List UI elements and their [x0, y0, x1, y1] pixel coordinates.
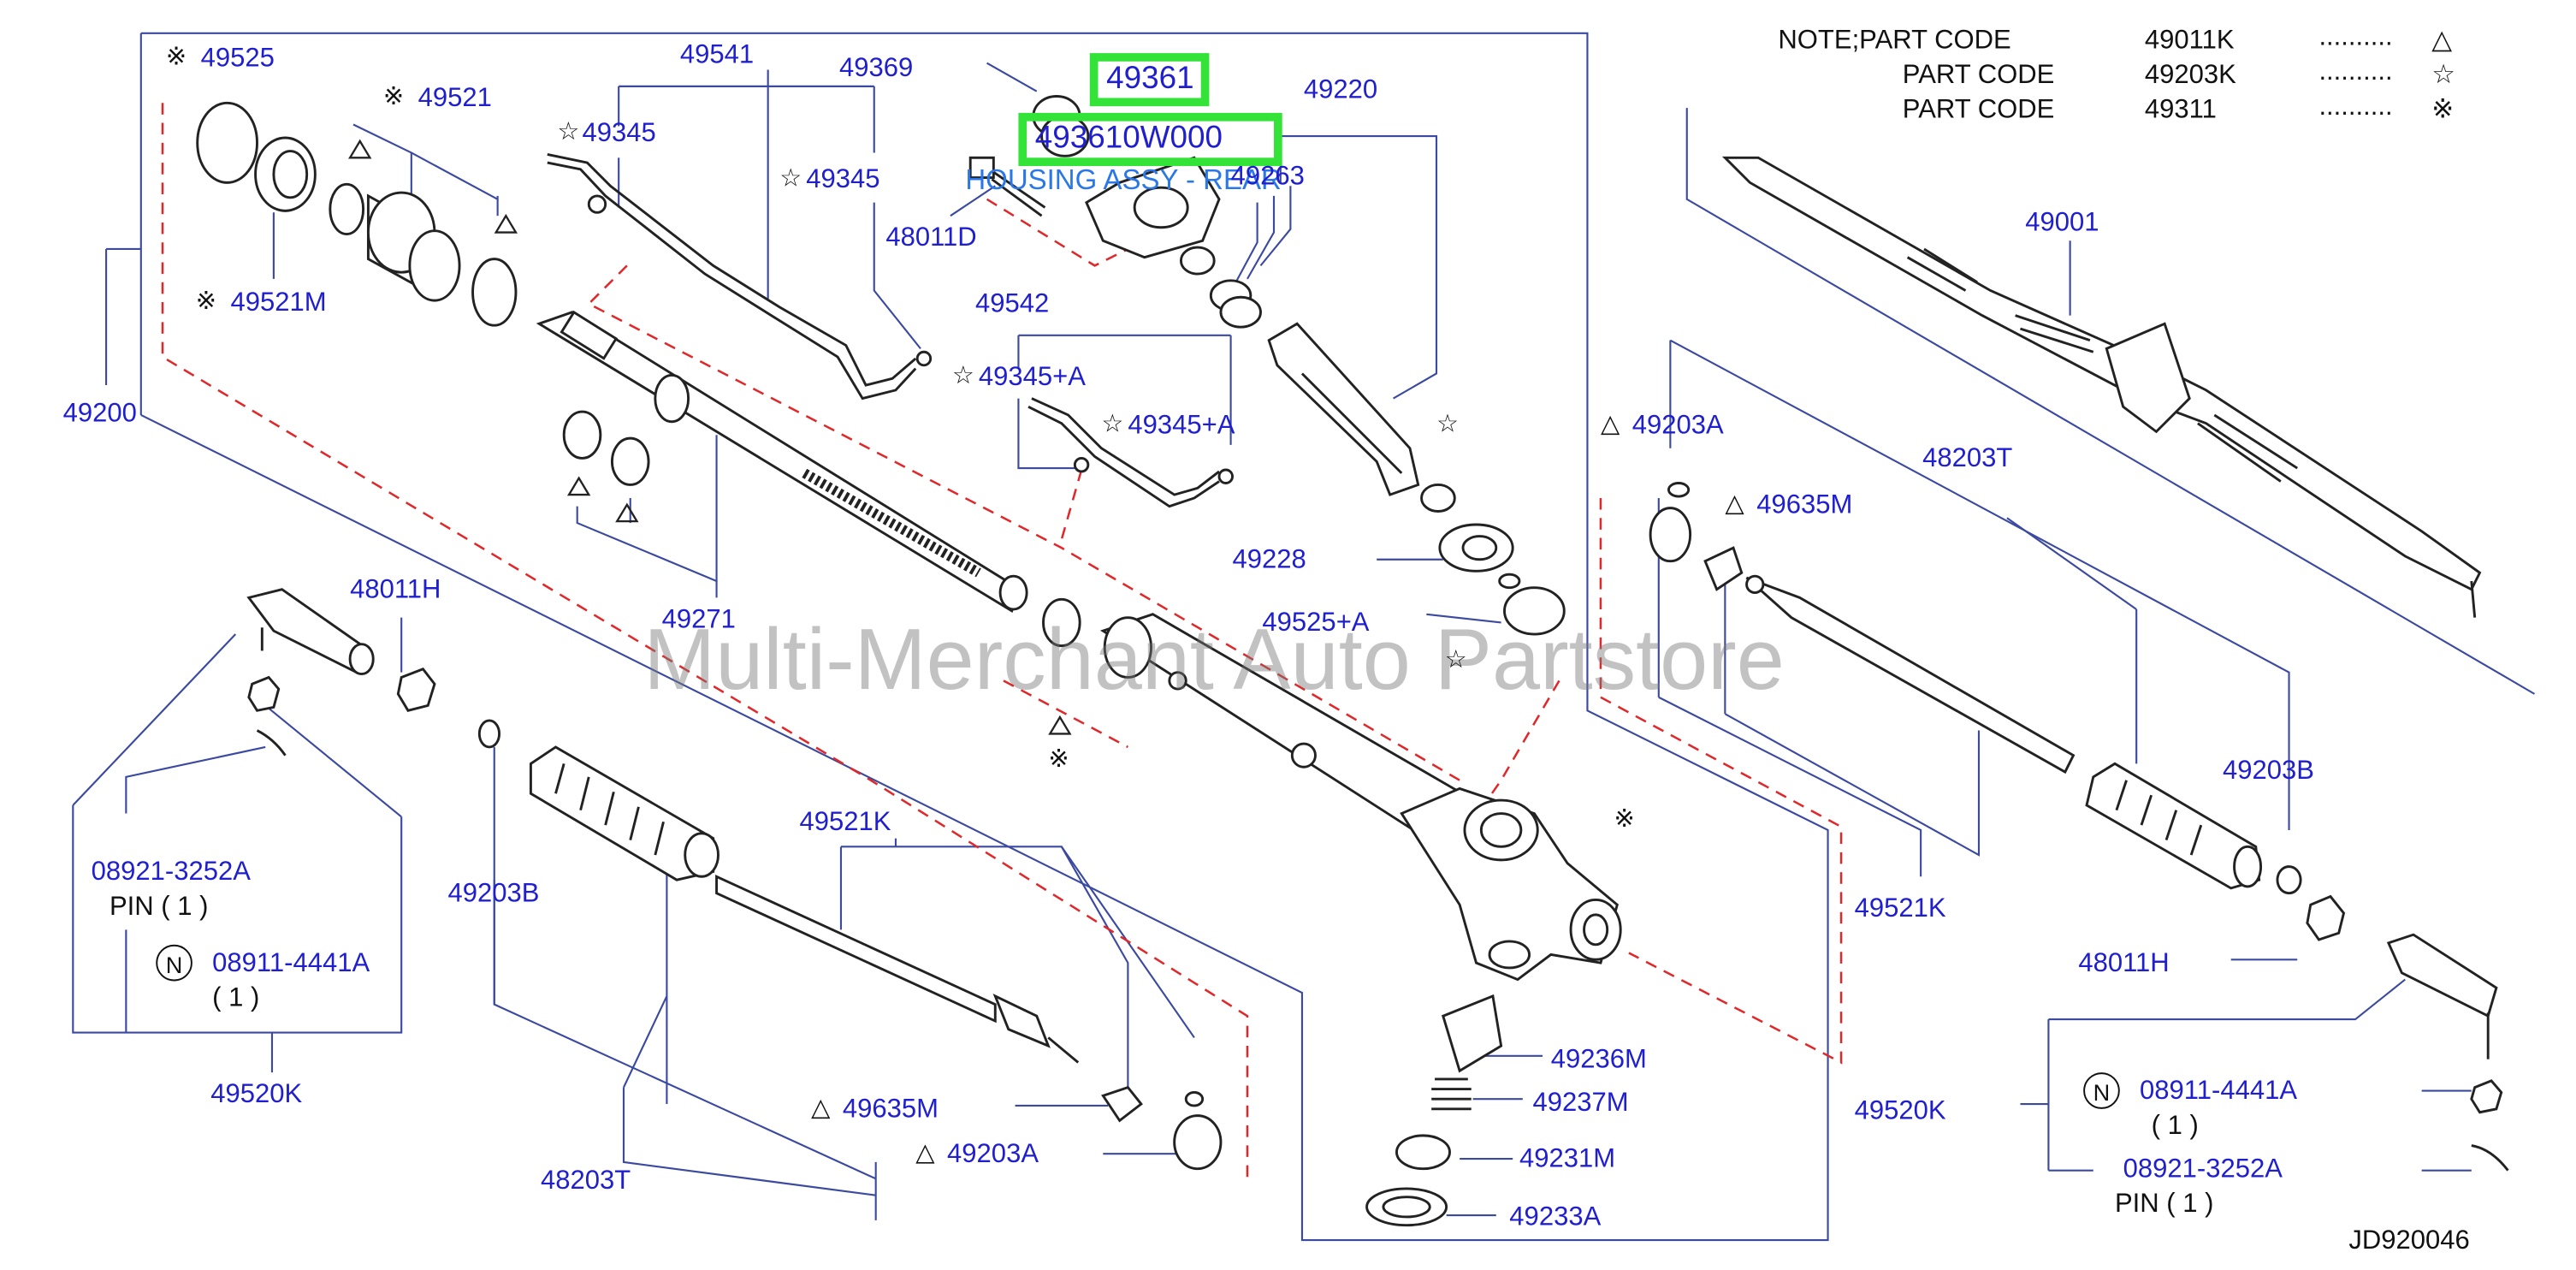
n-circle-right: N: [2083, 1072, 2120, 1109]
label-49203A-left[interactable]: 49203A: [947, 1140, 1039, 1169]
label-08921-3252A-right[interactable]: 08921-3252A: [2123, 1155, 2283, 1184]
label-49228[interactable]: 49228: [1232, 546, 1306, 575]
star-mark: ☆: [951, 361, 974, 390]
diagram-code: JD920046: [2348, 1226, 2470, 1255]
kome-mark: ※: [1048, 745, 1069, 774]
label-49001[interactable]: 49001: [2025, 209, 2099, 238]
label-49345-a-1[interactable]: 49345+A: [978, 363, 1086, 392]
label-49525[interactable]: 49525: [200, 45, 275, 74]
label-49542[interactable]: 49542: [975, 290, 1050, 319]
kome-mark: ※: [1614, 804, 1635, 834]
note-row-2-code: 49203K: [2144, 61, 2236, 90]
label-qty-right: ( 1 ): [2151, 1112, 2199, 1141]
star-mark: ☆: [779, 164, 802, 193]
label-49236M[interactable]: 49236M: [1550, 1046, 1647, 1075]
note-row-1-prefix: NOTE;PART CODE: [1778, 27, 2011, 56]
tri-mark: △: [915, 1138, 935, 1167]
label-49203B-left[interactable]: 49203B: [447, 880, 540, 909]
note-row-2-prefix: PART CODE: [1902, 61, 2055, 90]
label-49200[interactable]: 49200: [62, 400, 137, 429]
kome-mark: ※: [195, 287, 217, 316]
label-qty-left: ( 1 ): [212, 984, 260, 1013]
kome-mark: ※: [382, 82, 405, 111]
label-49521K-left[interactable]: 49521K: [799, 808, 891, 837]
label-48203T-left[interactable]: 48203T: [541, 1166, 631, 1196]
note-row-1-dots: ..........: [2318, 23, 2393, 52]
note-row-1-code: 49011K: [2144, 27, 2235, 56]
label-49345-a-2[interactable]: 49345+A: [1128, 412, 1235, 441]
note-row-2-dots: ..........: [2318, 57, 2393, 86]
n-circle-left: N: [156, 944, 192, 982]
label-49203A-right[interactable]: 49203A: [1631, 412, 1724, 441]
callout-marks: [348, 139, 1072, 735]
note-row-3-prefix: PART CODE: [1902, 96, 2055, 125]
label-48203T-right[interactable]: 48203T: [1922, 444, 2013, 473]
part-shapes: [196, 95, 2509, 1227]
highlight-part-number[interactable]: 49361: [1106, 61, 1194, 97]
label-49525-a[interactable]: 49525+A: [1262, 608, 1370, 638]
star-mark: ☆: [557, 117, 580, 146]
label-49263[interactable]: 49263: [1230, 163, 1305, 192]
label-08911-4441A-left[interactable]: 08911-4441A: [212, 949, 370, 978]
star-mark: ☆: [1101, 410, 1124, 439]
tri-mark: △: [1600, 410, 1620, 439]
label-48011H-right[interactable]: 48011H: [2078, 949, 2170, 978]
label-49520K-left[interactable]: 49520K: [210, 1080, 303, 1109]
label-49369[interactable]: 49369: [839, 55, 914, 83]
label-49541[interactable]: 49541: [679, 41, 755, 70]
label-48011H-left[interactable]: 48011H: [350, 576, 441, 605]
label-49345-right[interactable]: 49345: [806, 165, 880, 194]
label-48011D[interactable]: 48011D: [885, 223, 977, 252]
note-row-3-code: 49311: [2144, 96, 2217, 125]
highlight-part-name[interactable]: HOUSING ASSY - REAR: [965, 164, 1282, 196]
label-49203B-right[interactable]: 49203B: [2222, 757, 2314, 786]
label-49635M-left[interactable]: 49635M: [842, 1095, 939, 1125]
label-pin-right: PIN ( 1 ): [2114, 1190, 2214, 1219]
label-49237M[interactable]: 49237M: [1532, 1089, 1629, 1118]
label-08921-3252A-left[interactable]: 08921-3252A: [91, 858, 251, 887]
star-mark: ☆: [1444, 645, 1467, 674]
kome-mark: ※: [165, 43, 187, 72]
note-row-2-symbol: ☆: [2431, 61, 2456, 90]
watermark: Multi-Merchant Auto Partstore: [643, 612, 1785, 709]
note-row-3-symbol: ※: [2431, 96, 2455, 125]
label-49521M[interactable]: 49521M: [230, 288, 327, 318]
tri-mark: △: [811, 1094, 831, 1123]
note-row-1-symbol: △: [2431, 27, 2453, 56]
tri-mark: △: [1725, 490, 1744, 519]
highlight-part-code[interactable]: 493610W000: [1034, 121, 1223, 157]
star-mark: ☆: [1436, 410, 1460, 439]
highlight-box-part-code[interactable]: [1018, 112, 1282, 166]
label-49233A[interactable]: 49233A: [1509, 1203, 1602, 1232]
label-49271[interactable]: 49271: [661, 606, 736, 635]
label-49231M[interactable]: 49231M: [1519, 1145, 1616, 1174]
label-pin-left: PIN ( 1 ): [109, 893, 209, 922]
label-49345-left[interactable]: 49345: [582, 119, 656, 148]
label-49521K-right[interactable]: 49521K: [1854, 894, 1946, 923]
label-49521[interactable]: 49521: [417, 84, 492, 113]
label-49520K-right[interactable]: 49520K: [1854, 1097, 1946, 1126]
label-08911-4441A-right[interactable]: 08911-4441A: [2140, 1077, 2298, 1106]
label-49220[interactable]: 49220: [1303, 76, 1378, 105]
note-row-3-dots: ..........: [2318, 92, 2393, 122]
label-49635M-right[interactable]: 49635M: [1756, 491, 1853, 520]
highlight-box-part-number[interactable]: [1089, 53, 1210, 107]
